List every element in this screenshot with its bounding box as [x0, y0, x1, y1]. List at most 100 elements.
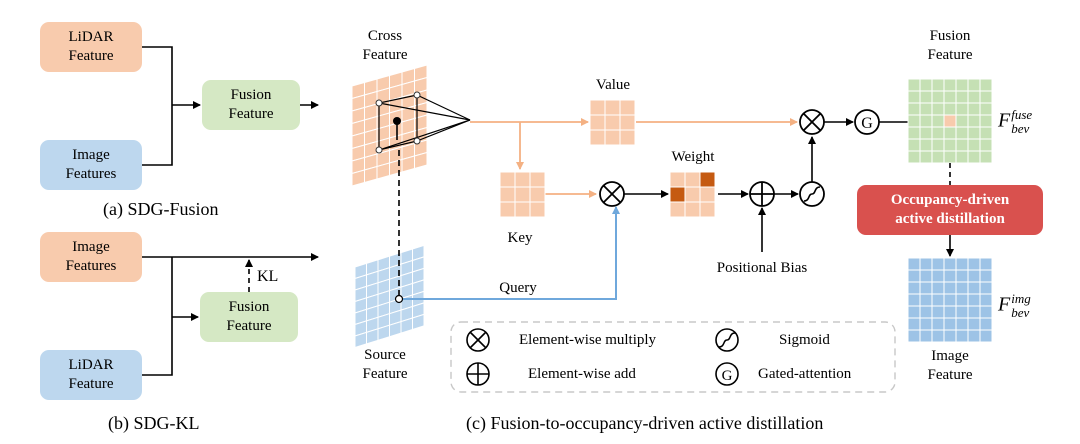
legend-multiply-label: Element-wise multiply — [519, 332, 657, 348]
legend-add-label: Element-wise add — [528, 366, 636, 382]
math-base: F — [998, 293, 1011, 316]
image-feature-label-c: Image Feature — [910, 346, 990, 386]
label-line: Image — [72, 147, 110, 163]
grid-cell — [931, 138, 945, 152]
grid-cell — [514, 201, 531, 218]
grid-cell — [955, 126, 969, 140]
grid-cell — [931, 126, 945, 140]
gated-symbol: G — [861, 115, 873, 132]
lidar-feature-box-a — [40, 22, 142, 72]
grid-cell — [514, 186, 531, 203]
grid-cell — [619, 129, 636, 146]
caption-a: (a) SDG-Fusion — [103, 199, 219, 219]
grid-cell — [943, 90, 957, 104]
grid-cell — [907, 257, 921, 271]
grid-cell — [907, 269, 921, 283]
value-grid — [589, 99, 636, 146]
grid-cell — [955, 257, 969, 271]
grid-cell — [955, 138, 969, 152]
label-line: Features — [65, 258, 117, 274]
grid-cell — [907, 329, 921, 343]
legend-gated-icon: G — [715, 362, 739, 386]
grid-cell — [931, 293, 945, 307]
grid-cell — [919, 329, 933, 343]
grid-cell — [919, 90, 933, 104]
grid-cell — [967, 293, 981, 307]
grid-cell — [919, 150, 933, 164]
grid-cell — [979, 90, 993, 104]
grid-cell — [699, 201, 716, 218]
grid-cell — [979, 293, 993, 307]
grid-cell — [907, 150, 921, 164]
gated-attention-op: G — [854, 109, 880, 135]
grid-cell — [979, 317, 993, 331]
grid-cell — [979, 329, 993, 343]
grid-cell — [967, 126, 981, 140]
grid-cell — [979, 126, 993, 140]
grid-cell — [943, 305, 957, 319]
grid-cell — [979, 114, 993, 128]
label-line: Image — [931, 348, 969, 364]
key-grid — [499, 171, 546, 218]
grid-cell — [907, 102, 921, 116]
grid-cell — [699, 186, 716, 203]
grid-cell — [931, 317, 945, 331]
grid-cell — [943, 269, 957, 283]
grid-cell — [919, 317, 933, 331]
grid-cell — [943, 329, 957, 343]
add-op — [749, 181, 775, 207]
grid-cell — [919, 126, 933, 140]
grid-cell — [919, 305, 933, 319]
legend-gated-label: Gated-attention — [758, 366, 852, 382]
label-line: Feature — [927, 367, 973, 383]
source-feature-grid — [354, 244, 425, 349]
label-line: Feature — [362, 366, 408, 382]
cross-feature-grid — [351, 64, 428, 187]
grid-cell — [931, 90, 945, 104]
label-line: Feature — [68, 48, 114, 64]
label-line: Fusion — [230, 87, 272, 103]
label-line: active distillation — [895, 211, 1005, 227]
grid-cell — [529, 201, 546, 218]
grid-cell — [669, 171, 686, 188]
label-line: Feature — [226, 318, 272, 334]
panel-a — [40, 22, 319, 190]
grid-cell — [943, 281, 957, 295]
grid-cell — [955, 269, 969, 283]
image-features-label-a: Image Features — [40, 140, 142, 190]
grid-cell — [499, 186, 516, 203]
grid-cell — [979, 281, 993, 295]
grid-cell — [943, 114, 957, 128]
grid-cell — [919, 78, 933, 92]
legend-add-icon — [466, 362, 490, 386]
grid-cell — [931, 281, 945, 295]
grid-cell — [669, 201, 686, 218]
lidar-feature-box-b — [40, 350, 142, 400]
label-line: Fusion — [228, 299, 270, 315]
fusion-feature-box-a — [202, 80, 300, 130]
grid-cell — [529, 186, 546, 203]
grid-cell — [414, 151, 428, 170]
grid-cell — [979, 257, 993, 271]
label-line: LiDAR — [68, 29, 114, 45]
weight-grid — [669, 171, 716, 218]
caption-c: (c) Fusion-to-occupancy-driven active di… — [466, 413, 824, 433]
value-label: Value — [595, 77, 631, 93]
grid-cell — [919, 269, 933, 283]
label-line: Image — [72, 239, 110, 255]
label-line: Feature — [228, 106, 274, 122]
grid-cell — [967, 138, 981, 152]
label-line: Fusion — [929, 28, 971, 44]
math-sup: fuse — [1011, 107, 1033, 122]
grid-cell — [955, 293, 969, 307]
image-features-box-b — [40, 232, 142, 282]
grid-cell — [931, 257, 945, 271]
grid-cell — [955, 150, 969, 164]
grid-cell — [412, 313, 425, 331]
grid-cell — [955, 90, 969, 104]
label-line: Cross — [367, 28, 403, 44]
grid-cell — [967, 281, 981, 295]
grid-cell — [967, 305, 981, 319]
grid-cell — [931, 305, 945, 319]
image-features-box-a — [40, 140, 142, 190]
